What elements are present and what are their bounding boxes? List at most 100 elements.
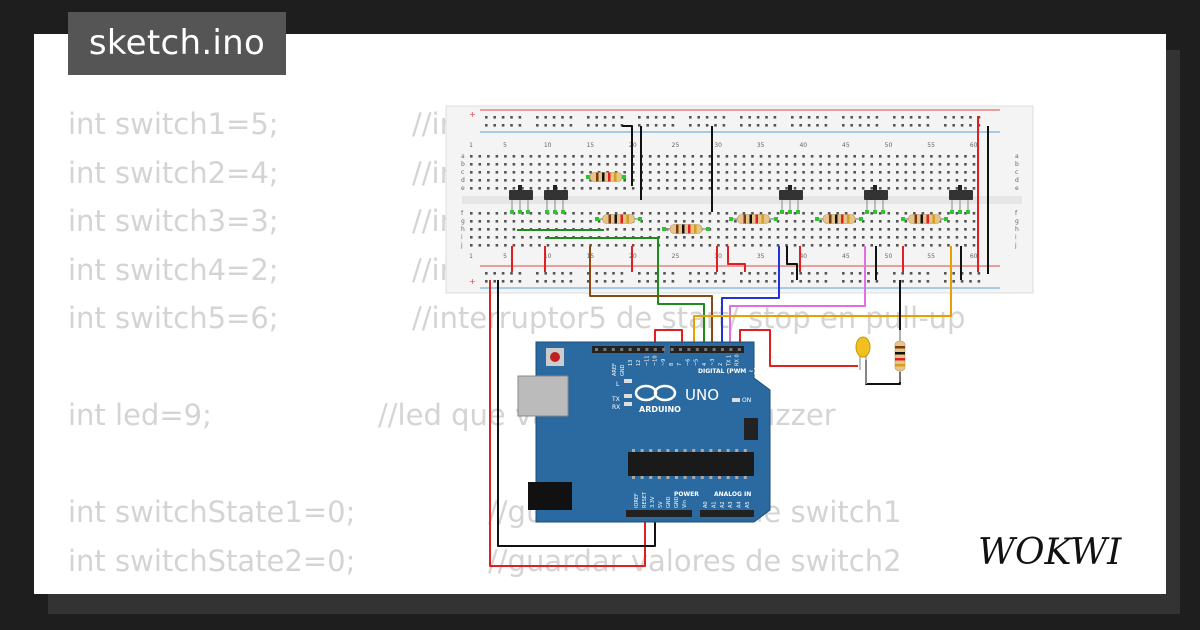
hole bbox=[717, 163, 720, 166]
hole bbox=[740, 116, 743, 119]
hole bbox=[544, 124, 547, 127]
row-letter: j bbox=[1014, 242, 1017, 249]
hole bbox=[921, 163, 925, 166]
hole bbox=[580, 187, 584, 190]
hole bbox=[572, 212, 575, 215]
file-tab[interactable]: sketch.ino bbox=[68, 12, 286, 75]
chip-pin bbox=[726, 476, 730, 479]
hole bbox=[521, 236, 524, 239]
resistor-band bbox=[895, 352, 905, 355]
hole bbox=[824, 116, 828, 119]
hole bbox=[734, 244, 737, 247]
hole bbox=[972, 212, 976, 215]
aref-label: AREF bbox=[612, 363, 618, 376]
hole bbox=[589, 171, 592, 174]
switch-body bbox=[544, 190, 568, 200]
hole bbox=[470, 220, 473, 223]
hole bbox=[904, 228, 908, 231]
hole bbox=[913, 155, 916, 158]
hole bbox=[776, 155, 780, 158]
hole bbox=[827, 171, 831, 174]
hole bbox=[708, 179, 712, 182]
hole bbox=[972, 220, 976, 223]
hole bbox=[810, 163, 814, 166]
hole bbox=[748, 280, 751, 283]
hole bbox=[816, 124, 819, 127]
hole bbox=[717, 212, 720, 215]
hole bbox=[844, 212, 848, 215]
hole bbox=[901, 280, 904, 283]
hole bbox=[589, 155, 592, 158]
hole bbox=[850, 116, 853, 119]
resistor-band bbox=[847, 214, 850, 224]
hole bbox=[536, 280, 539, 283]
hole bbox=[623, 244, 626, 247]
hole bbox=[606, 228, 609, 231]
resistor bbox=[595, 214, 642, 224]
hole bbox=[529, 187, 533, 190]
hole bbox=[648, 155, 652, 158]
hole bbox=[648, 212, 652, 215]
hole bbox=[964, 171, 967, 174]
status-led bbox=[624, 379, 632, 383]
power-pin-label: 5V bbox=[658, 501, 664, 508]
hole bbox=[725, 179, 729, 182]
chip-pin bbox=[640, 476, 644, 479]
hole bbox=[955, 236, 959, 239]
hole bbox=[844, 244, 848, 247]
hole bbox=[921, 236, 925, 239]
resistor-band bbox=[596, 172, 599, 182]
hole bbox=[913, 171, 916, 174]
hole bbox=[493, 124, 496, 127]
chip-pin bbox=[683, 449, 687, 452]
resistor-band bbox=[829, 214, 832, 224]
power-pin-label: GND bbox=[674, 496, 680, 508]
column-number: 45 bbox=[842, 142, 850, 149]
hole bbox=[697, 272, 700, 275]
hole bbox=[776, 220, 780, 223]
hole bbox=[485, 124, 488, 127]
hole bbox=[969, 272, 972, 275]
hole bbox=[722, 280, 726, 283]
hole bbox=[844, 179, 848, 182]
code-statement: int switchState1=0; bbox=[68, 495, 356, 529]
hole bbox=[638, 124, 641, 127]
hole bbox=[878, 155, 882, 158]
resistor-band bbox=[914, 214, 917, 224]
hole bbox=[802, 236, 805, 239]
hole bbox=[470, 179, 473, 182]
hole bbox=[878, 228, 882, 231]
hole bbox=[546, 163, 550, 166]
hole bbox=[563, 220, 567, 223]
hole bbox=[691, 244, 695, 247]
hole bbox=[861, 187, 865, 190]
hole bbox=[538, 155, 541, 158]
hole bbox=[572, 163, 575, 166]
resistor-band bbox=[895, 358, 905, 361]
hole bbox=[569, 280, 573, 283]
chip-pin bbox=[700, 476, 704, 479]
hole bbox=[819, 171, 822, 174]
switch-knob bbox=[958, 185, 962, 191]
hole bbox=[969, 116, 972, 119]
hole bbox=[487, 171, 490, 174]
hole bbox=[759, 155, 763, 158]
hole bbox=[654, 280, 658, 283]
digital-header bbox=[592, 346, 664, 353]
hole bbox=[793, 187, 797, 190]
chip-pin bbox=[718, 449, 721, 452]
hole bbox=[700, 155, 703, 158]
hole bbox=[714, 280, 717, 283]
hole bbox=[913, 228, 916, 231]
hole bbox=[844, 187, 848, 190]
resistor-band bbox=[895, 364, 905, 367]
column-number: 1 bbox=[469, 253, 473, 260]
hole bbox=[470, 212, 473, 215]
hole bbox=[504, 171, 507, 174]
hole bbox=[952, 280, 955, 283]
chip-pin bbox=[649, 449, 653, 452]
hole bbox=[495, 212, 499, 215]
hole bbox=[705, 124, 709, 127]
hole bbox=[671, 272, 675, 275]
